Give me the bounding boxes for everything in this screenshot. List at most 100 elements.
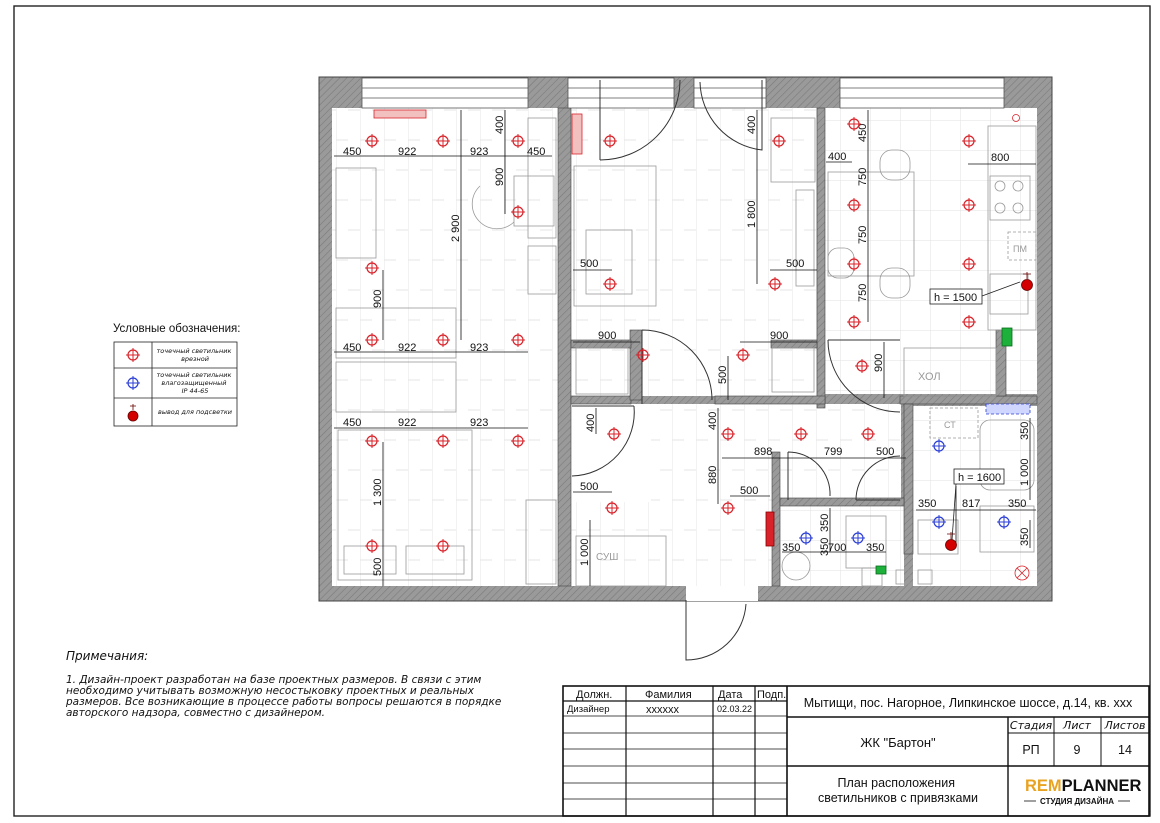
dim-text: 1 000 — [579, 538, 591, 566]
spotlight-recessed — [721, 427, 735, 441]
dim-text: 400 — [494, 116, 506, 134]
svg-text:REMPLANNER: REMPLANNER — [1025, 777, 1142, 795]
spotlight-recessed — [721, 501, 735, 515]
dim-text: 799 — [824, 446, 842, 458]
legend-item-outlet: вывод для подсветки — [158, 408, 232, 416]
spotlight-recessed — [603, 134, 617, 148]
dim-text: 900 — [494, 168, 506, 186]
dim-text: 500 — [580, 258, 598, 270]
spotlight-recessed — [436, 333, 450, 347]
legend-symbol-recessed — [126, 348, 140, 362]
bathroom-floor — [913, 406, 1037, 586]
dim-text: 923 — [470, 417, 488, 429]
dishwasher-label: ПМ — [1013, 244, 1027, 254]
spotlight-recessed — [861, 427, 875, 441]
dryer-label: СУШ — [596, 552, 618, 563]
spotlight-recessed — [436, 134, 450, 148]
svg-text:СТУДИЯ ДИЗАЙНА: СТУДИЯ ДИЗАЙНА — [1040, 797, 1114, 806]
light-outlets — [945, 272, 1033, 551]
spotlights — [365, 117, 1011, 553]
spotlight-recessed — [603, 277, 617, 291]
sheet-label: Лист — [1062, 719, 1091, 732]
light-outlet-bath — [945, 539, 957, 551]
header-surname: Фамилия — [645, 689, 692, 701]
spotlight-recessed — [855, 359, 869, 373]
spotlight-recessed — [847, 257, 861, 271]
dim-text: 922 — [398, 342, 416, 354]
dim-text: 750 — [857, 168, 869, 186]
dim-text: 800 — [991, 152, 1009, 164]
spotlight-recessed — [768, 277, 782, 291]
remplanner-logo: REMPLANNER СТУДИЯ ДИЗАЙНА — [1024, 777, 1142, 806]
stage-value: РП — [1022, 743, 1039, 757]
dim-text: 898 — [754, 446, 772, 458]
legend-item-waterproof: точечный светильник влагозащищенный IP 4… — [157, 371, 234, 395]
title-block-text: Должн. Фамилия Дата Подп. Дизайнер ххххх… — [567, 689, 1146, 806]
legend: Условные обозначения: точечный светильни… — [113, 323, 240, 427]
dimension-labels: 450 922 923 450 450 922 923 450 922 923 … — [343, 116, 1031, 576]
dim-text: 500 — [372, 558, 384, 576]
spotlight-recessed — [636, 348, 650, 362]
dim-text: 350 — [782, 542, 800, 554]
spotlight-recessed — [962, 134, 976, 148]
dim-text: 350 — [819, 514, 831, 532]
spotlight-waterproof — [799, 531, 813, 545]
dim-text: 450 — [343, 146, 361, 158]
sheet-value: 9 — [1074, 743, 1081, 757]
dim-text: 900 — [372, 290, 384, 308]
designer-position: Дизайнер — [567, 704, 610, 715]
dim-text: 350 — [866, 542, 884, 554]
dim-text: 450 — [343, 342, 361, 354]
dim-text: 750 — [857, 284, 869, 302]
spotlight-recessed — [365, 333, 379, 347]
spotlight-recessed — [436, 539, 450, 553]
address: Мытищи, пос. Нагорное, Липкинское шоссе,… — [804, 696, 1133, 710]
dim-text: 923 — [470, 342, 488, 354]
dim-text: 900 — [873, 354, 885, 372]
hall-bath-furniture — [575, 114, 1035, 587]
dim-text: 923 — [470, 146, 488, 158]
designer-date: 02.03.22 — [717, 704, 752, 714]
spotlight-recessed — [365, 434, 379, 448]
dim-text: 500 — [876, 446, 894, 458]
dim-text: 700 — [828, 542, 846, 554]
dim-text: 817 — [962, 498, 980, 510]
spotlight-recessed — [511, 205, 525, 219]
dim-text: 450 — [857, 124, 869, 142]
dimension-lines — [334, 110, 1036, 586]
legend-item-recessed: точечный светильник врезной — [157, 347, 234, 363]
spotlight-recessed — [794, 427, 808, 441]
legend-symbol-waterproof — [126, 376, 140, 390]
sheets-label: Листов — [1103, 719, 1145, 732]
spotlight-recessed — [436, 434, 450, 448]
spotlight-waterproof — [932, 439, 946, 453]
light-outlet-kitchen — [1021, 279, 1033, 291]
dim-text: 400 — [585, 414, 597, 432]
drawing-title: План расположения светильников с привязк… — [818, 776, 978, 805]
notes-title: Примечания: — [66, 649, 148, 663]
living-furniture — [573, 117, 816, 395]
spotlight-waterproof — [851, 531, 865, 545]
spotlight-recessed — [365, 539, 379, 553]
door-swings — [571, 79, 901, 661]
notes-text: 1. Дизайн-проект разработан на базе прое… — [65, 674, 505, 719]
spotlight-recessed — [847, 117, 861, 131]
notes: Примечания: 1. Дизайн-проект разработан … — [65, 649, 505, 719]
dim-text: 900 — [598, 330, 616, 342]
spotlight-recessed — [607, 427, 621, 441]
designer-surname: хххххх — [646, 704, 680, 716]
legend-title: Условные обозначения: — [113, 323, 240, 335]
spotlight-recessed — [962, 257, 976, 271]
header-date: Дата — [718, 689, 743, 701]
dim-text: 450 — [527, 146, 545, 158]
dim-text: 900 — [770, 330, 788, 342]
windows — [361, 77, 1005, 109]
spotlight-recessed — [511, 333, 525, 347]
storage-floor — [571, 404, 651, 502]
dim-text: 350 — [1019, 528, 1031, 546]
spotlight-recessed — [847, 315, 861, 329]
dim-text: 750 — [857, 226, 869, 244]
dim-text: 400 — [746, 116, 758, 134]
dim-text: 400 — [707, 412, 719, 430]
dim-text: 400 — [828, 151, 846, 163]
